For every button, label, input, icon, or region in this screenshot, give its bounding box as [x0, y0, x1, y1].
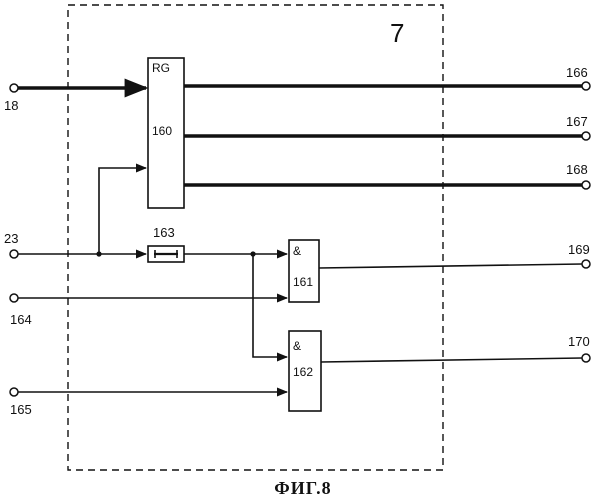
terminal-165 [10, 388, 18, 396]
figure-caption: ФИГ.8 [274, 478, 331, 498]
terminal-label-165: 165 [10, 402, 32, 417]
terminal-18 [10, 84, 18, 92]
wire-23-to-register [99, 168, 146, 254]
terminal-label-167: 167 [566, 114, 588, 129]
delay-number-label: 163 [153, 225, 175, 240]
terminal-label-23: 23 [4, 231, 18, 246]
terminal-23 [10, 250, 18, 258]
terminal-label-170: 170 [568, 334, 590, 349]
and1-type-label: & [293, 244, 301, 258]
terminal-label-168: 168 [566, 162, 588, 177]
register-type-label: RG [152, 61, 170, 75]
and1-number-label: 161 [293, 275, 313, 289]
terminal-168 [582, 181, 590, 189]
wire-169 [319, 264, 582, 268]
wire-delay-to-and2 [253, 254, 287, 357]
unit-number: 7 [390, 18, 404, 48]
terminal-label-169: 169 [568, 242, 590, 257]
terminal-170 [582, 354, 590, 362]
terminal-169 [582, 260, 590, 268]
unit-boundary [68, 5, 443, 470]
wire-170 [321, 358, 582, 362]
terminal-label-164: 164 [10, 312, 32, 327]
and2-number-label: 162 [293, 365, 313, 379]
terminal-167 [582, 132, 590, 140]
register-number-label: 160 [152, 124, 172, 138]
terminal-164 [10, 294, 18, 302]
terminal-label-18: 18 [4, 98, 18, 113]
and2-type-label: & [293, 339, 301, 353]
terminal-166 [582, 82, 590, 90]
terminal-label-166: 166 [566, 65, 588, 80]
